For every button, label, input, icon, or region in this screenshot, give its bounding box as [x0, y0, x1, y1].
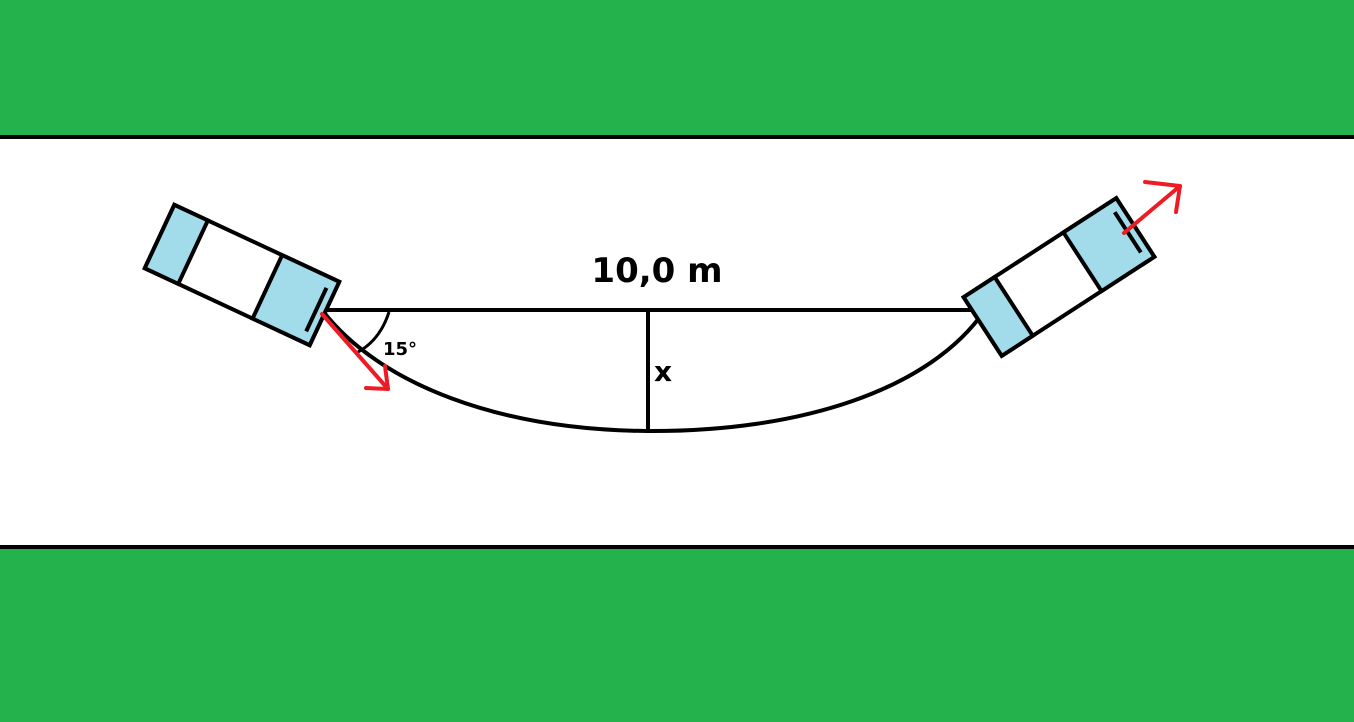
car-left	[142, 202, 342, 348]
car-left-rear-window	[142, 202, 211, 287]
angle-label: 15°	[383, 339, 417, 360]
car-left-front-window	[249, 252, 342, 348]
angle-arc	[357, 311, 391, 354]
car-left-headlight	[304, 287, 329, 333]
velocity-arrow-left	[320, 312, 390, 391]
car-right-rear-window	[960, 274, 1036, 359]
grass-bottom	[0, 547, 1354, 722]
car-right-front-window	[1060, 195, 1158, 294]
grass-top	[0, 0, 1354, 137]
road	[0, 137, 1354, 547]
car-right	[960, 195, 1158, 359]
distance-label: 10,0 m	[591, 251, 722, 291]
velocity-arrow-right	[1122, 180, 1182, 235]
depth-label: x	[654, 355, 672, 388]
